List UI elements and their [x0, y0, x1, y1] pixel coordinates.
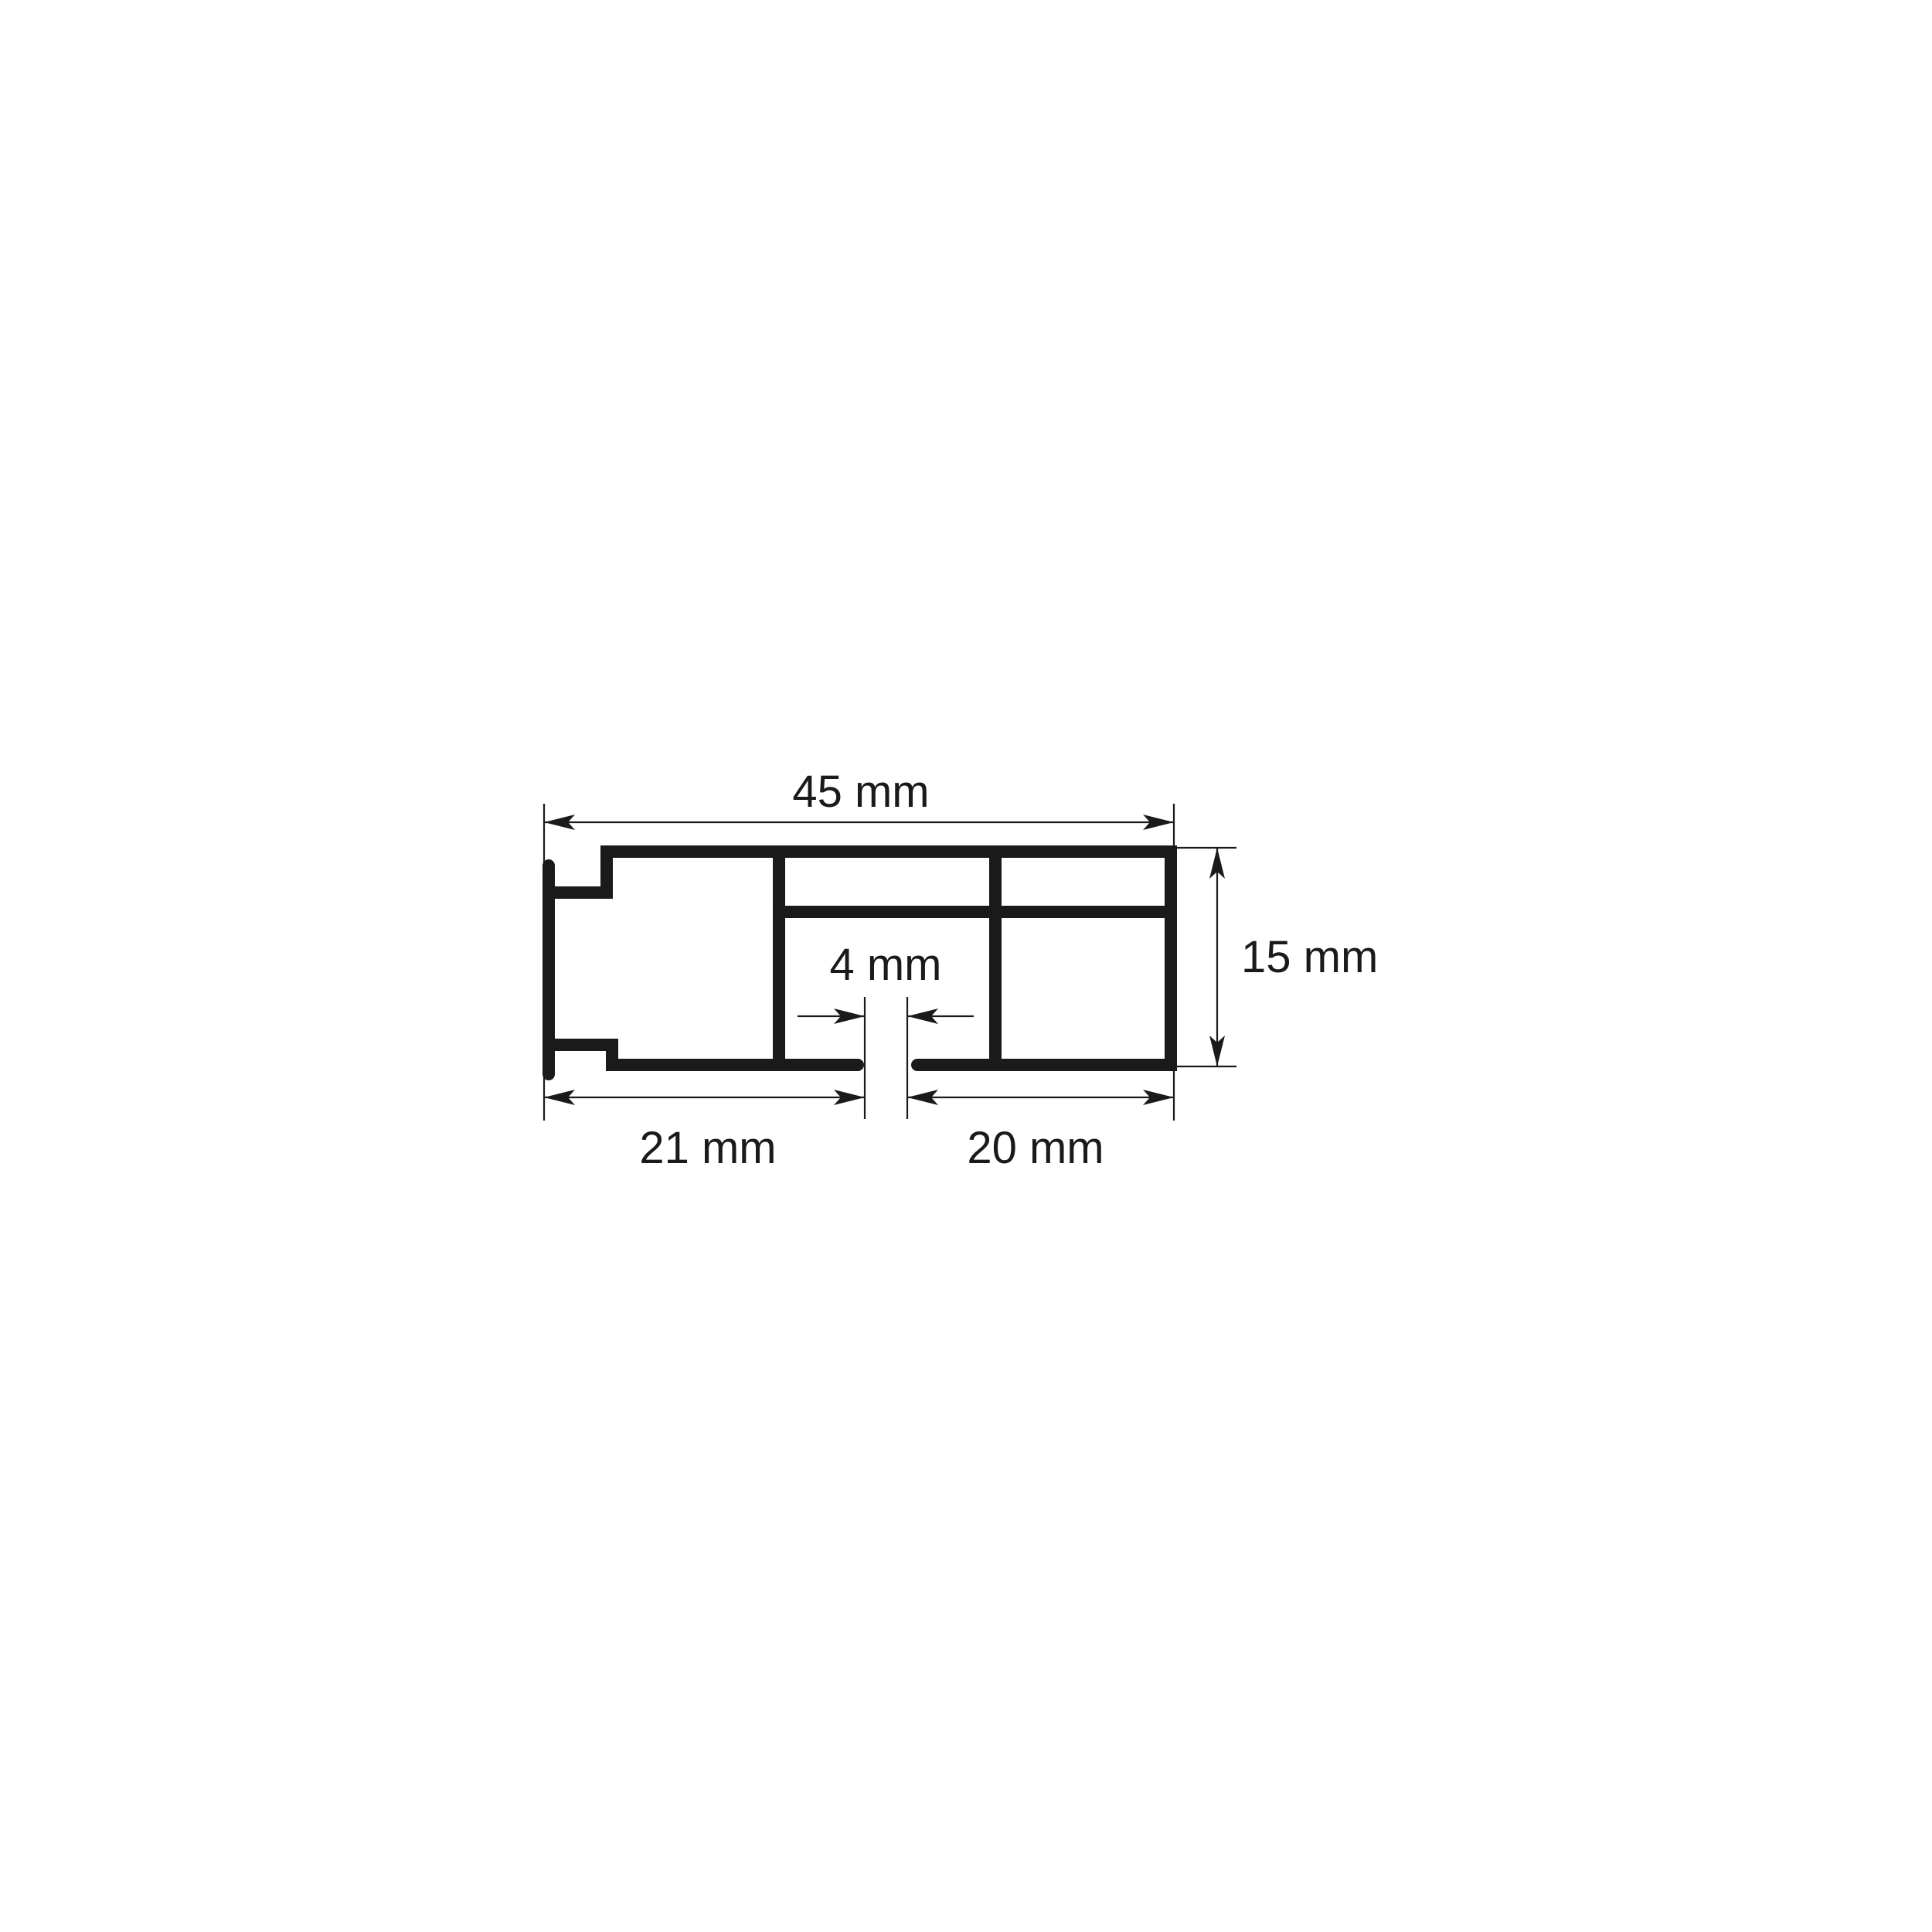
profile-outer-contour	[543, 845, 1177, 1080]
label-total-width: 45 mm	[792, 767, 929, 817]
label-gap: 4 mm	[830, 940, 942, 990]
dimension-lines	[544, 815, 1225, 1105]
profile-cross-section	[543, 845, 1177, 1080]
label-left-width: 21 mm	[639, 1123, 776, 1173]
label-right-width: 20 mm	[967, 1123, 1104, 1173]
label-height: 15 mm	[1241, 932, 1378, 982]
